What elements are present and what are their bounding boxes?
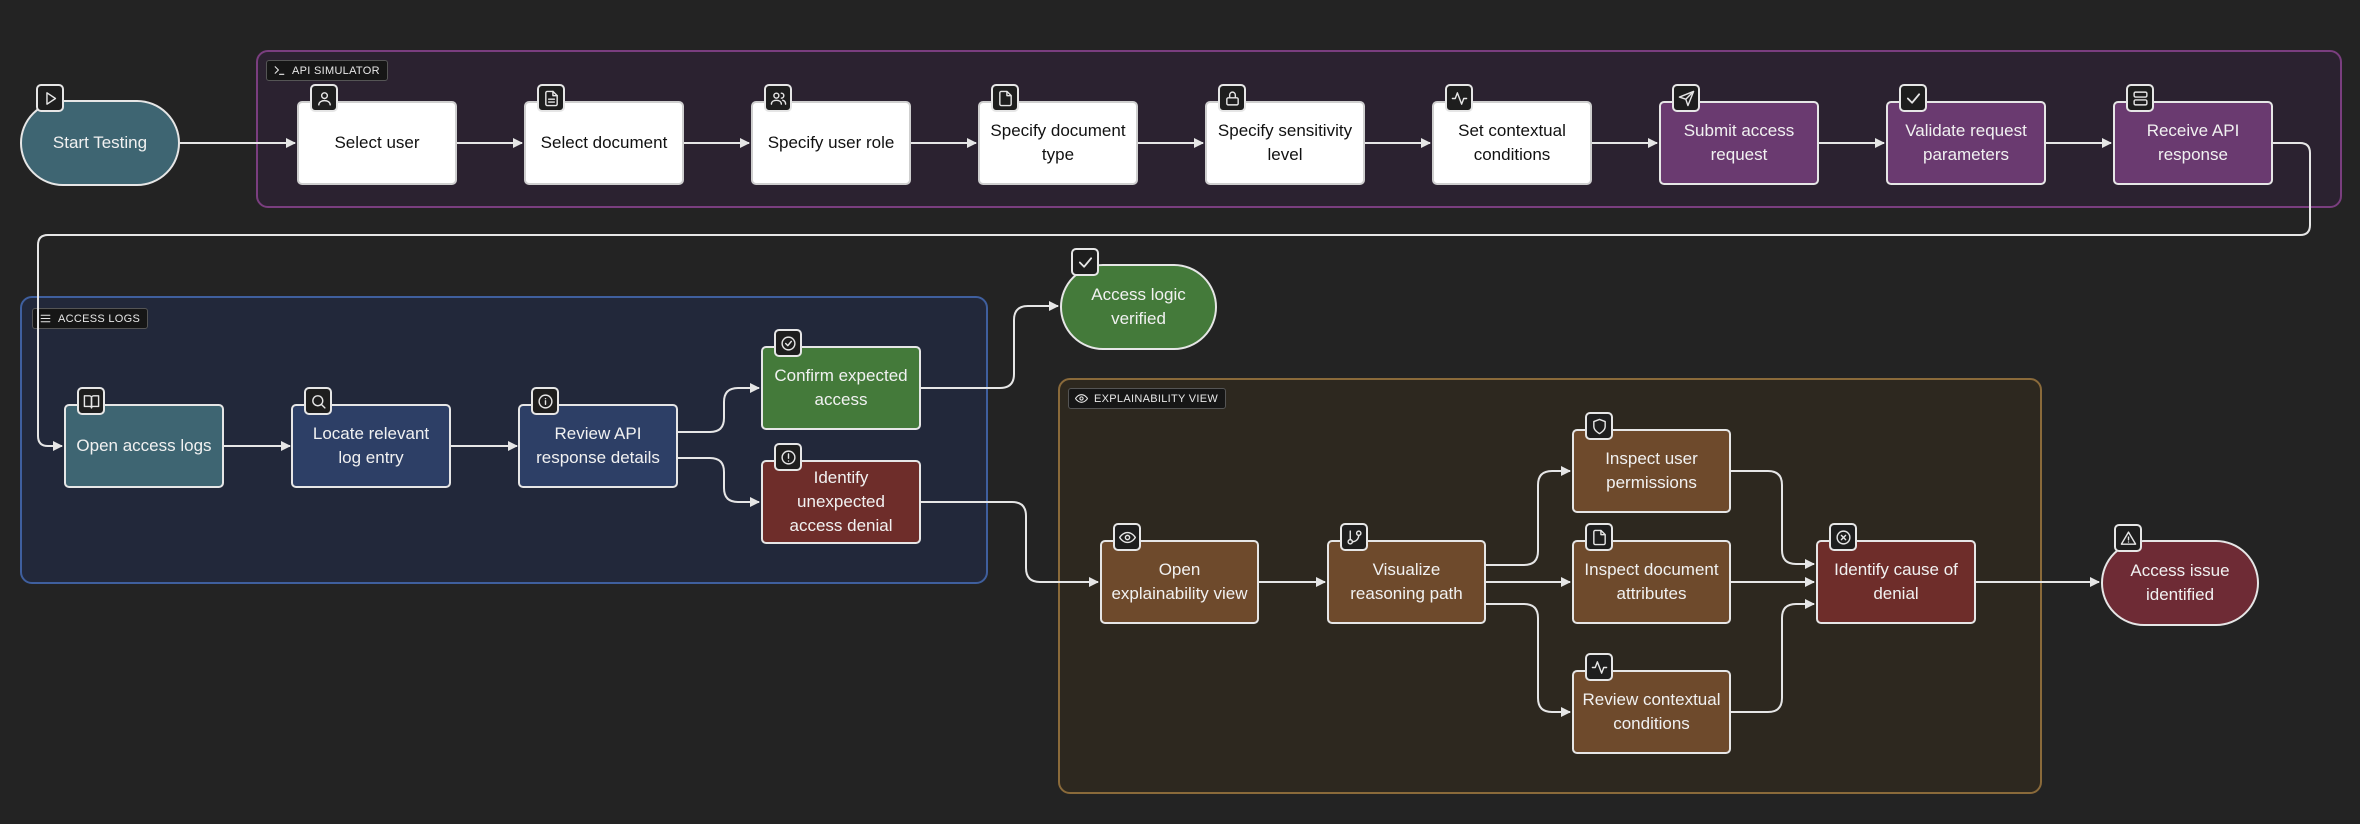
lock-icon [1218,84,1246,112]
eye-icon [1075,394,1088,403]
review-api-response-details-node[interactable]: Review API response details [518,404,678,488]
explainability-view-label: EXPLAINABILITY VIEW [1068,388,1227,409]
identify-cause-of-denial-node[interactable]: Identify cause of denial [1816,540,1976,624]
review-contextual-conditions-label: Review contextual conditions [1582,690,1721,733]
shield-icon [1585,412,1613,440]
inspect-document-attributes-label: Inspect document attributes [1584,560,1719,603]
specify-document-type-node[interactable]: Specify document type [978,101,1138,185]
visualize-reasoning-path-node[interactable]: Visualize reasoning path [1327,540,1486,624]
eye-node-icon [1113,523,1141,551]
edge-visualize-to-user-permissions [1486,466,1571,566]
select-user-label: Select user [334,133,420,152]
start-testing-node[interactable]: Start Testing [20,100,180,186]
confirm-expected-access-label: Confirm expected access [774,366,908,409]
edge-contextual-review-to-cause [1731,599,1815,713]
access-logic-verified-node[interactable]: Access logic verified [1060,264,1217,350]
select-user-node[interactable]: Select user [297,101,457,185]
specify-user-role-node[interactable]: Specify user role [751,101,911,185]
menu-icon [40,314,51,323]
receive-api-response-node[interactable]: Receive API response [2113,101,2273,185]
select-document-label: Select document [540,133,668,152]
info-icon [531,387,559,415]
start-testing-label: Start Testing [52,133,148,152]
user-icon [310,84,338,112]
access-logs-label: ACCESS LOGS [32,308,149,329]
identify-unexpected-access-denial-node[interactable]: Identify unexpected access denial [761,460,921,544]
validate-request-parameters-node[interactable]: Validate request parameters [1886,101,2046,185]
send-icon [1672,84,1700,112]
edge-receive-to-open-logs [37,142,2311,451]
edge-review-to-confirm [678,383,760,433]
inspect-document-attributes-node[interactable]: Inspect document attributes [1572,540,1731,624]
access-logic-verified-label: Access logic verified [1091,285,1186,328]
confirm-expected-access-node[interactable]: Confirm expected access [761,346,921,430]
receive-api-response-label: Receive API response [2146,121,2240,164]
access-issue-identified-label: Access issue identified [2130,561,2230,604]
search-icon [304,387,332,415]
book-icon [77,387,105,415]
set-contextual-conditions-node[interactable]: Set contextual conditions [1432,101,1592,185]
open-access-logs-label: Open access logs [76,436,212,455]
validate-request-parameters-label: Validate request parameters [1905,121,2027,164]
inspect-user-permissions-label: Inspect user permissions [1605,449,1698,492]
terminal-icon [274,66,285,75]
contextual-activity-icon [1585,653,1613,681]
review-api-response-details-label: Review API response details [536,424,660,467]
activity-icon [1445,84,1473,112]
verified-check-icon [1071,248,1099,276]
play-icon [36,84,64,112]
visualize-reasoning-path-label: Visualize reasoning path [1350,560,1463,603]
review-contextual-conditions-node[interactable]: Review contextual conditions [1572,670,1731,754]
access-logs-title: ACCESS LOGS [58,312,141,325]
edge-visualize-to-contextual-review [1486,603,1571,717]
access-issue-identified-node[interactable]: Access issue identified [2101,540,2259,626]
identify-unexpected-access-denial-label: Identify unexpected access denial [789,468,893,535]
check-circle-icon [774,329,802,357]
x-circle-icon [1829,523,1857,551]
document-icon [537,84,565,112]
open-access-logs-node[interactable]: Open access logs [64,404,224,488]
submit-access-request-node[interactable]: Submit access request [1659,101,1819,185]
select-document-node[interactable]: Select document [524,101,684,185]
locate-relevant-log-entry-label: Locate relevant log entry [312,424,430,467]
alert-circle-icon [774,443,802,471]
document-attributes-file-icon [1585,523,1613,551]
specify-sensitivity-level-label: Specify sensitivity level [1217,121,1353,164]
file-icon [991,84,1019,112]
check-icon [1899,84,1927,112]
edge-denial-to-open-explainability [921,501,1099,587]
edge-confirm-to-verified [921,301,1059,389]
specify-user-role-label: Specify user role [767,133,895,152]
edge-user-permissions-to-cause [1731,470,1815,569]
specify-sensitivity-level-node[interactable]: Specify sensitivity level [1205,101,1365,185]
api-simulator-title: API SIMULATOR [292,64,380,77]
edge-review-to-identify-denial [678,457,760,507]
git-branch-icon [1340,523,1368,551]
open-explainability-view-node[interactable]: Open explainability view [1100,540,1259,624]
open-explainability-view-label: Open explainability view [1111,560,1248,603]
alert-triangle-icon [2114,524,2142,552]
submit-access-request-label: Submit access request [1683,121,1795,164]
identify-cause-of-denial-label: Identify cause of denial [1834,560,1958,603]
explainability-view-title: EXPLAINABILITY VIEW [1094,392,1219,405]
api-simulator-label: API SIMULATOR [266,60,388,81]
users-icon [764,84,792,112]
inspect-user-permissions-node[interactable]: Inspect user permissions [1572,429,1731,513]
specify-document-type-label: Specify document type [990,121,1126,164]
set-contextual-conditions-label: Set contextual conditions [1458,121,1566,164]
locate-relevant-log-entry-node[interactable]: Locate relevant log entry [291,404,451,488]
server-icon [2126,84,2154,112]
